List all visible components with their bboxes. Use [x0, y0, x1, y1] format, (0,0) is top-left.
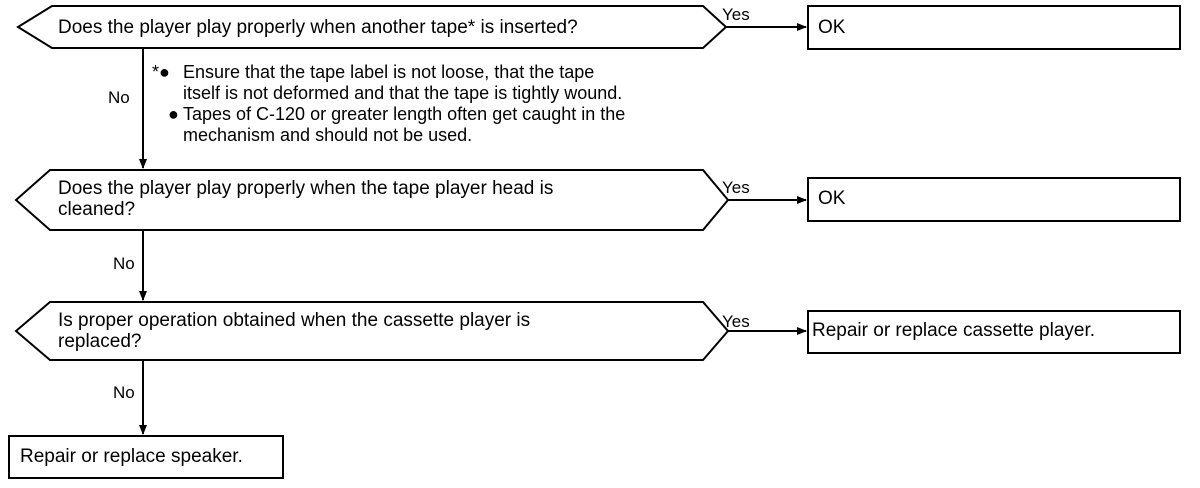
- note-bullet-2-marker: ●: [168, 104, 179, 124]
- result-cassette-text: Repair or replace cassette player.: [812, 320, 1096, 341]
- result-ok-1-text: OK: [818, 17, 846, 38]
- decision-2-text-line-1: Does the player play properly when the t…: [58, 178, 554, 199]
- no-label-3: No: [113, 383, 135, 402]
- decision-2-text-line-2: cleaned?: [58, 199, 136, 220]
- result-speaker-text: Repair or replace speaker.: [20, 446, 243, 467]
- decision-1-text: Does the player play properly when anoth…: [58, 17, 578, 38]
- note-bullet-1-line-2: itself is not deformed and that the tape…: [183, 83, 623, 103]
- no-label-1: No: [108, 88, 130, 107]
- result-cassette-box: [807, 310, 1181, 354]
- note-bullet-1-line-1: Ensure that the tape label is not loose,…: [183, 62, 595, 82]
- note-bullet-2-line-2: mechanism and should not be used.: [183, 125, 473, 145]
- result-ok-2-box: [807, 177, 1181, 222]
- decision-3-text-line-1: Is proper operation obtained when the ca…: [58, 310, 531, 331]
- no-label-2: No: [113, 254, 135, 273]
- note-bullet-2-line-1: Tapes of C-120 or greater length often g…: [183, 104, 626, 124]
- decision-3-text-line-2: replaced?: [58, 331, 142, 352]
- yes-label-1: Yes: [722, 5, 750, 24]
- note-marker: *●: [152, 62, 170, 82]
- yes-label-2: Yes: [722, 178, 750, 197]
- yes-label-3: Yes: [722, 312, 750, 331]
- result-speaker-box: [8, 435, 284, 479]
- result-ok-1-box: [807, 5, 1181, 50]
- result-ok-2-text: OK: [818, 188, 846, 209]
